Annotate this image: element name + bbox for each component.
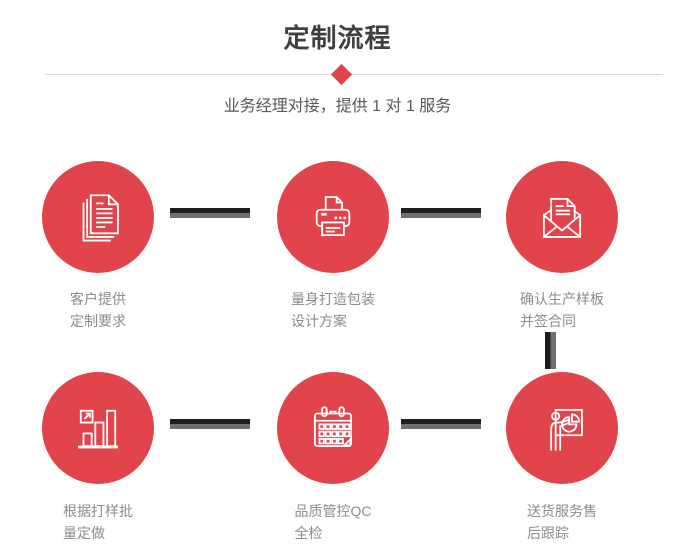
- step-label-line2: 定制要求: [70, 313, 126, 329]
- step-label-line2: 后跟踪: [527, 525, 569, 541]
- step-label-3: 确认生产样板 并签合同: [472, 288, 652, 332]
- step-label-line1: 根据打样批: [63, 503, 133, 519]
- connector-step2-step3: [401, 208, 481, 218]
- step-label-1: 客户提供 定制要求: [8, 288, 188, 332]
- bar-chart-icon: [78, 409, 118, 449]
- step-label-6: 送货服务售 后跟踪: [472, 500, 652, 544]
- diamond-icon: [330, 63, 353, 86]
- step-label-5: 品质管控QC 全检: [243, 500, 423, 544]
- envelope-icon: [542, 197, 582, 238]
- step-label-2: 量身打造包装 设计方案: [243, 288, 423, 332]
- page-title: 定制流程: [283, 23, 392, 53]
- connector-step4-step5: [170, 419, 250, 429]
- step-circle-1: [42, 161, 154, 273]
- documents-icon: [82, 194, 119, 242]
- step-label-line1: 量身打造包装: [291, 291, 375, 307]
- step-label-line1: 客户提供: [70, 291, 126, 307]
- page-subtitle: 业务经理对接，提供 1 对 1 服务: [223, 98, 452, 115]
- connector-step1-step2: [170, 208, 250, 218]
- step-label-4: 根据打样批 量定做: [8, 500, 188, 544]
- connector-step5-step6: [401, 419, 481, 429]
- divider-line: [45, 74, 663, 75]
- step-circle-2: [277, 161, 389, 273]
- step-circle-4: [42, 372, 154, 484]
- step-label-line2: 设计方案: [291, 313, 347, 329]
- printer-icon: [315, 196, 351, 237]
- step-label-line1: 送货服务售: [527, 503, 597, 519]
- step-label-line1: 确认生产样板: [520, 291, 604, 307]
- step-label-line2: 全检: [294, 525, 323, 541]
- step-circle-3: [506, 161, 618, 273]
- step-circle-5: [277, 372, 389, 484]
- step-label-line2: 并签合同: [520, 313, 576, 329]
- step-circle-6: [506, 372, 618, 484]
- calendar-icon: [313, 406, 353, 448]
- step-label-line2: 量定做: [63, 525, 105, 541]
- connector-step3-step6: [545, 332, 556, 369]
- step-label-line1: 品质管控QC: [294, 503, 372, 519]
- presenter-icon: [550, 408, 583, 451]
